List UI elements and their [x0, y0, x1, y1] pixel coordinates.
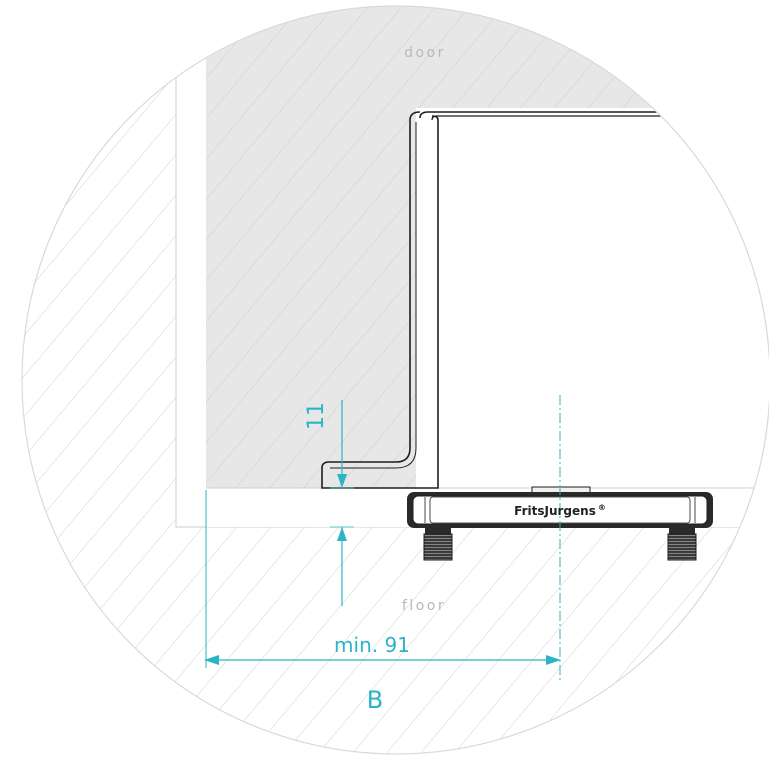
door-bracket-outline [419, 111, 769, 119]
dimension-value-vertical: 11 [304, 402, 329, 430]
adjustment-screw-right [667, 528, 697, 561]
brand-logo: FritsJurgens® [514, 503, 606, 518]
door-label: door [404, 45, 446, 61]
door-recess [416, 108, 769, 488]
bracket-leg [321, 111, 439, 489]
floor-label: floor [402, 598, 446, 614]
detail-circle-border [21, 5, 769, 755]
horizontal-dimension [204, 490, 561, 668]
adjustment-screw-left [423, 528, 453, 561]
vertical-dimension [330, 400, 354, 606]
dimension-reference-letter: B [367, 686, 383, 714]
dimension-value-horizontal: min. 91 [334, 633, 410, 657]
frame-strip [176, 6, 206, 527]
